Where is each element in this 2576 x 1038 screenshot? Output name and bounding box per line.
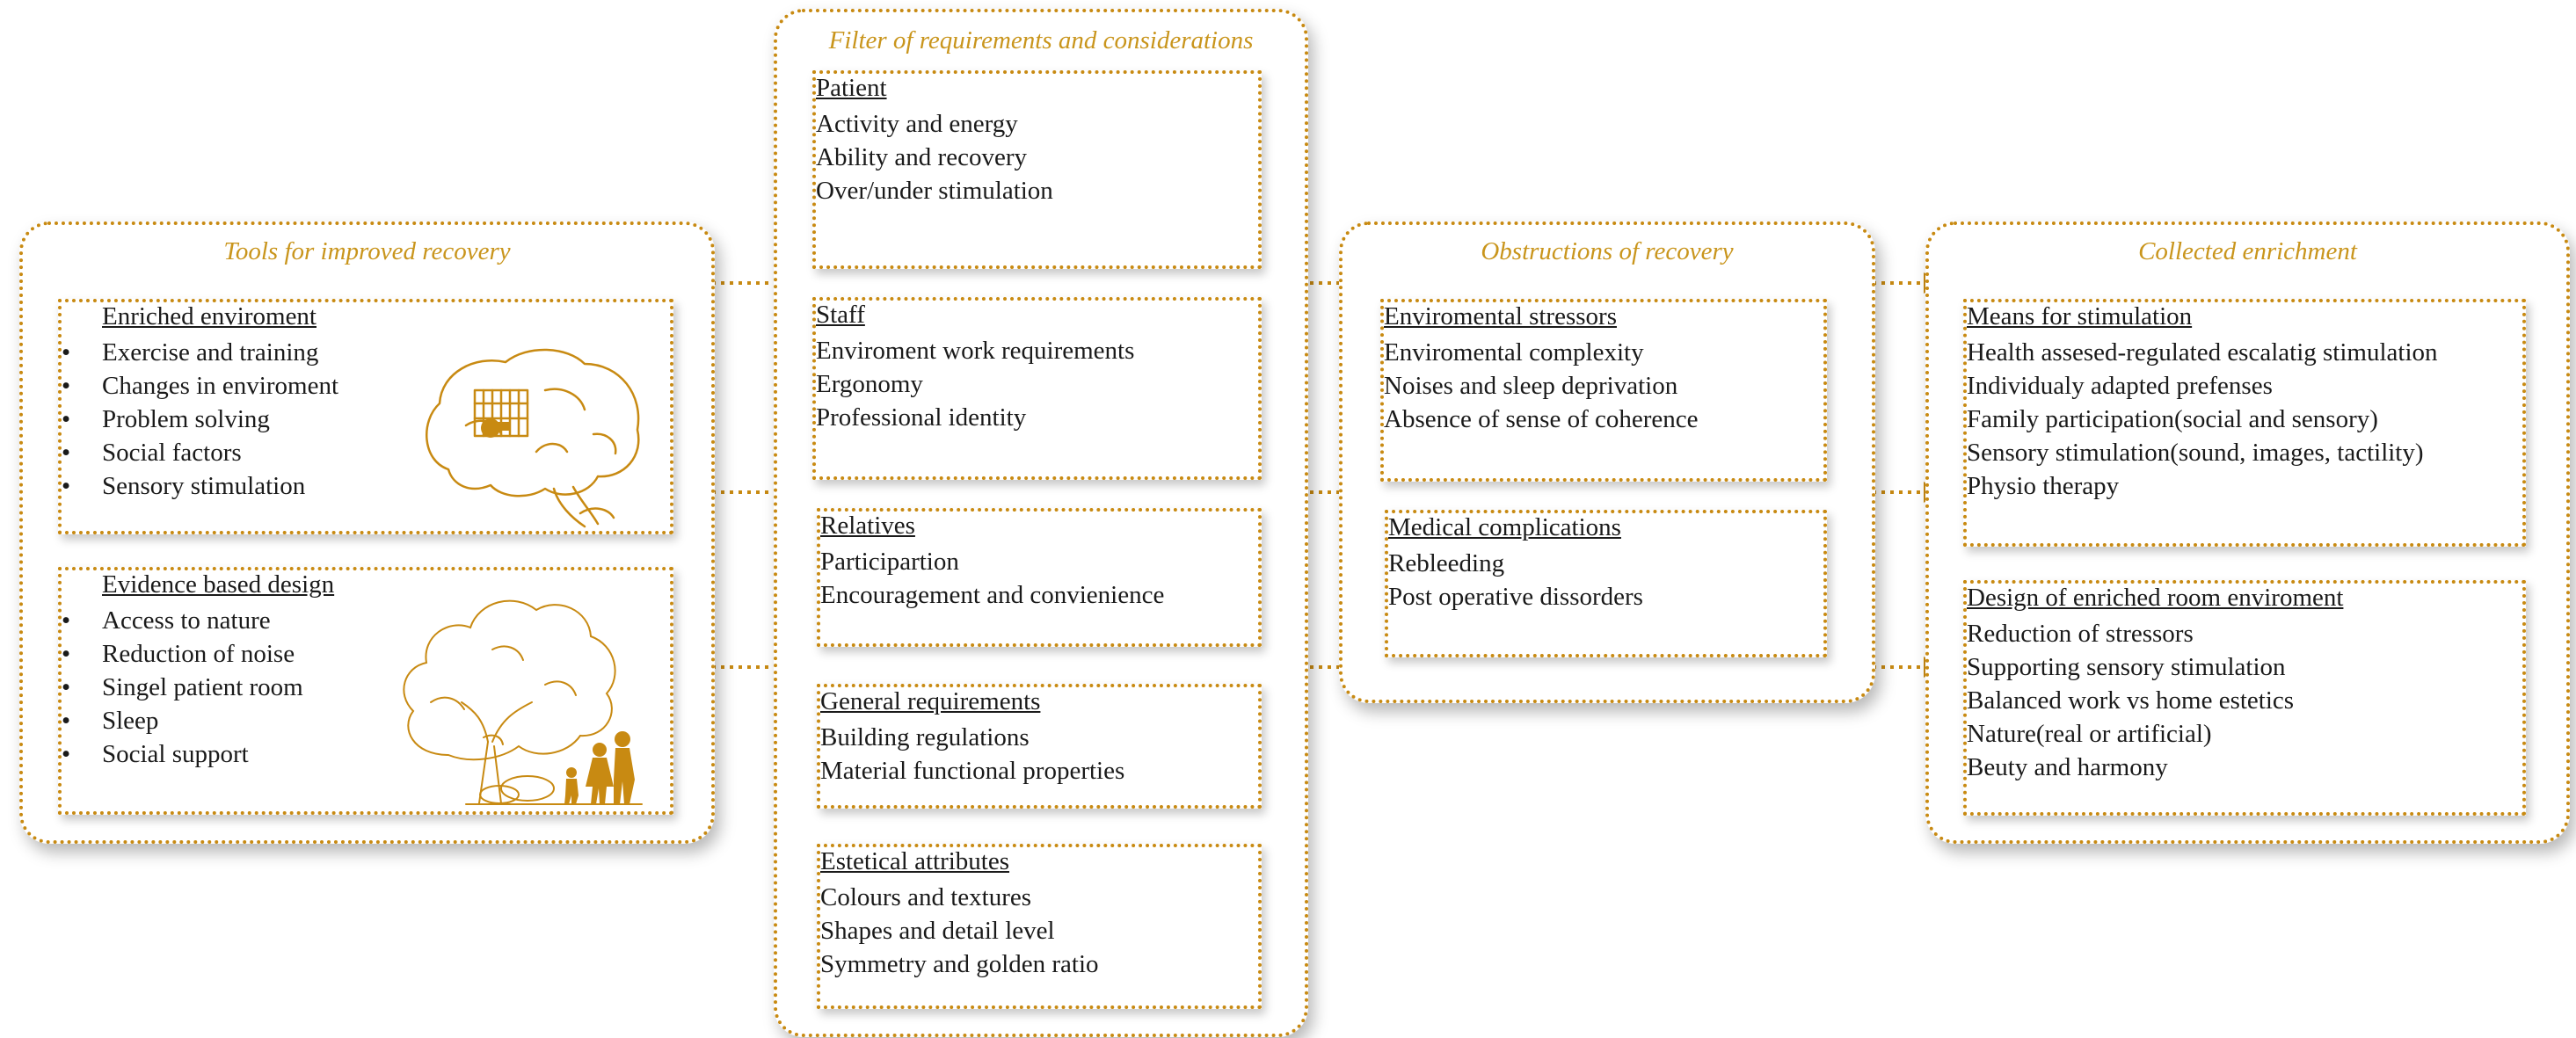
list-item: Material functional properties — [820, 757, 1125, 785]
enviromental-stressors-list: Enviromental complexity Noises and sleep… — [1384, 336, 1699, 436]
list-item: Physio therapy — [1967, 472, 2120, 500]
enriched-enviroment-card: Enriched enviroment Exercise and trainin… — [58, 299, 673, 534]
list-item: Social factors — [62, 436, 338, 469]
means-for-stimulation-heading: Means for stimulation — [1967, 302, 2193, 330]
list-item: Noises and sleep deprivation — [1384, 372, 1678, 400]
list-item: Reduction of noise — [62, 637, 303, 671]
list-item: Sensory stimulation — [62, 469, 338, 503]
list-item: Rebleeding — [1388, 549, 1505, 577]
list-item: Building regulations — [820, 723, 1030, 751]
filter-group-title: Filter of requirements and consideration… — [828, 26, 1254, 54]
list-item: Ergonomy — [816, 370, 923, 398]
list-item: Shapes and detail level — [820, 917, 1055, 945]
enviromental-stressors-heading: Enviromental stressors — [1384, 302, 1617, 330]
relatives-card: Relatives Participartion Encouragement a… — [817, 508, 1262, 647]
estetical-attributes-list: Colours and textures Shapes and detail l… — [820, 881, 1099, 981]
list-item: Family participation(social and sensory) — [1967, 405, 2378, 433]
patient-heading: Patient — [816, 74, 887, 102]
list-item: Symmetry and golden ratio — [820, 950, 1099, 978]
list-item: Exercise and training — [62, 336, 338, 369]
evidence-based-design-heading: Evidence based design — [102, 570, 335, 599]
tree-family-icon — [403, 599, 643, 805]
list-item: Enviroment work requirements — [816, 337, 1135, 365]
enriched-enviroment-list: Exercise and training Changes in envirom… — [62, 336, 338, 503]
list-item: Absence of sense of coherence — [1384, 405, 1699, 433]
list-item: Reduction of stressors — [1967, 620, 2194, 648]
design-of-enriched-room-card: Design of enriched room enviroment Reduc… — [1963, 580, 2526, 816]
general-requirements-heading: General requirements — [820, 687, 1041, 715]
list-item: Professional identity — [816, 403, 1027, 432]
medical-complications-card: Medical complications Rebleeding Post op… — [1385, 510, 1827, 657]
staff-heading: Staff — [816, 301, 865, 329]
enviromental-stressors-card: Enviromental stressors Enviromental comp… — [1380, 299, 1827, 482]
design-of-enriched-room-list: Reduction of stressors Supporting sensor… — [1967, 617, 2294, 784]
list-item: Enviromental complexity — [1384, 338, 1644, 367]
list-item: Supporting sensory stimulation — [1967, 653, 2286, 681]
list-item: Over/under stimulation — [816, 177, 1053, 205]
patient-list: Activity and energy Ability and recovery… — [816, 107, 1053, 207]
relatives-heading: Relatives — [820, 512, 915, 540]
estetical-attributes-heading: Estetical attributes — [820, 847, 1010, 875]
general-requirements-list: Building regulations Material functional… — [820, 721, 1124, 788]
tools-group-title: Tools for improved recovery — [223, 237, 511, 265]
list-item: Sleep — [62, 704, 303, 737]
relatives-list: Participartion Encouragement and convien… — [820, 545, 1164, 612]
list-item: Beuty and harmony — [1967, 753, 2168, 781]
obstructions-group-title: Obstructions of recovery — [1481, 237, 1734, 265]
evidence-based-design-card: Evidence based design Access to nature R… — [58, 567, 673, 815]
patient-card: Patient Activity and energy Ability and … — [812, 70, 1262, 269]
staff-card: Staff Enviroment work requirements Ergon… — [812, 297, 1262, 480]
list-item: Problem solving — [62, 403, 338, 436]
list-item: Ability and recovery — [816, 143, 1027, 171]
list-item: Social support — [62, 737, 303, 771]
list-item: Nature(real or artificial) — [1967, 720, 2212, 748]
design-of-enriched-room-heading: Design of enriched room enviroment — [1967, 584, 2344, 612]
list-item: Sensory stimulation(sound, images, tacti… — [1967, 439, 2424, 467]
list-item: Health assesed-regulated escalatig stimu… — [1967, 338, 2438, 367]
collected-group-title: Collected enrichment — [2138, 237, 2357, 265]
list-item: Participartion — [820, 548, 959, 576]
evidence-based-design-list: Access to nature Reduction of noise Sing… — [62, 604, 303, 771]
staff-list: Enviroment work requirements Ergonomy Pr… — [816, 334, 1134, 434]
means-for-stimulation-list: Health assesed-regulated escalatig stimu… — [1967, 336, 2438, 503]
brain-icon — [426, 348, 640, 528]
medical-complications-heading: Medical complications — [1388, 513, 1621, 541]
medical-complications-list: Rebleeding Post operative dissorders — [1388, 547, 1643, 613]
list-item: Encouragement and convienience — [820, 581, 1165, 609]
enriched-enviroment-heading: Enriched enviroment — [102, 302, 317, 330]
list-item: Individualy adapted prefenses — [1967, 372, 2273, 400]
list-item: Balanced work vs home estetics — [1967, 686, 2295, 715]
list-item: Access to nature — [62, 604, 303, 637]
list-item: Activity and energy — [816, 110, 1018, 138]
list-item: Post operative dissorders — [1388, 583, 1643, 611]
means-for-stimulation-card: Means for stimulation Health assesed-reg… — [1963, 299, 2526, 547]
list-item: Changes in enviroment — [62, 369, 338, 403]
list-item: Colours and textures — [820, 883, 1032, 911]
list-item: Singel patient room — [62, 671, 303, 704]
estetical-attributes-card: Estetical attributes Colours and texture… — [817, 844, 1262, 1009]
general-requirements-card: General requirements Building regulation… — [817, 684, 1262, 809]
